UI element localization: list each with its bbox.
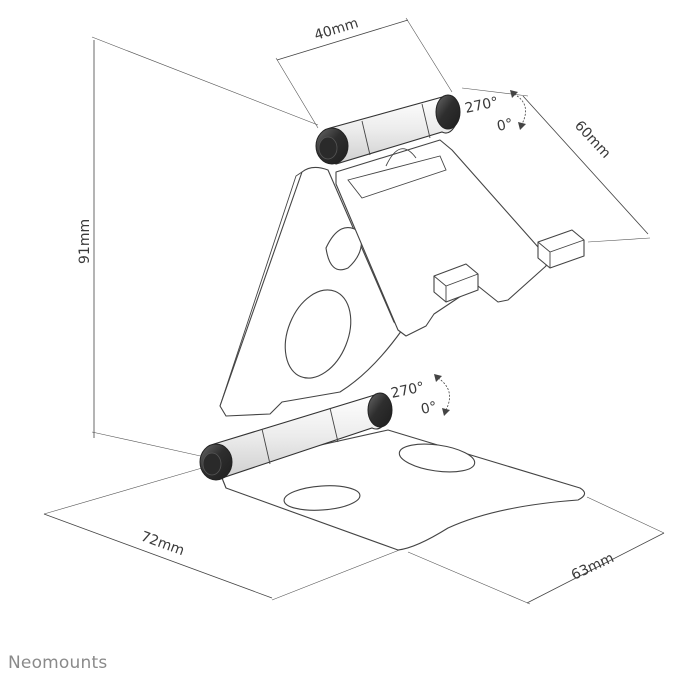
base-hole-back xyxy=(398,443,476,473)
rotation-arrowhead-top-up xyxy=(510,90,518,98)
holder-depth-extension-top xyxy=(461,87,529,97)
top-hinge xyxy=(315,94,461,165)
support-arm xyxy=(219,166,403,417)
bottom-hinge xyxy=(199,392,393,481)
hinge-width-extension-left xyxy=(275,57,319,129)
base-depth-extension-left xyxy=(43,467,203,515)
top-hinge-cap-right xyxy=(435,94,461,130)
device-holder xyxy=(335,139,585,337)
holder-lip-right-edge xyxy=(537,239,585,268)
rotation-arc-top xyxy=(513,93,526,125)
rotation-arrow-bottom xyxy=(434,374,450,416)
rotation-arc-bottom xyxy=(437,377,450,411)
height-label: 91mm xyxy=(77,219,93,264)
top-rotation-max-label: 270° xyxy=(464,94,500,117)
base-plate xyxy=(221,429,586,551)
top-rotation-min-label: 0° xyxy=(496,116,515,135)
holder-lip-left xyxy=(433,263,479,303)
brand-logo-text: Neomounts xyxy=(8,653,108,673)
holder-cutout xyxy=(385,148,417,167)
bottom-hinge-cap-left-face xyxy=(202,452,222,476)
arm-hole-large xyxy=(284,289,352,379)
bottom-hinge-cap-right xyxy=(367,392,393,428)
dimension-lines xyxy=(43,17,665,605)
hinge-width-dimension-line xyxy=(276,19,409,61)
height-extension-top xyxy=(91,36,319,126)
top-hinge-cap-left-face xyxy=(318,136,338,160)
hinge-width-extension-right xyxy=(405,17,453,93)
base-width-label: 63mm xyxy=(569,550,617,584)
base-depth-label: 72mm xyxy=(139,529,187,559)
bottom-hinge-segment-2 xyxy=(329,407,339,443)
bottom-rotation-min-label: 0° xyxy=(420,399,439,418)
holder-depth-label: 60mm xyxy=(571,118,613,162)
arm-hole-small xyxy=(325,227,363,271)
rotation-arrow-top xyxy=(510,90,526,130)
bottom-rotation-max-label: 270° xyxy=(390,379,426,402)
rotation-arrowhead-bottom-up xyxy=(434,374,442,382)
top-hinge-segment-2 xyxy=(421,103,431,139)
base-hole-front xyxy=(283,485,361,511)
rotation-arrowhead-bottom-down xyxy=(442,408,450,416)
base-depth-dimension-line xyxy=(43,513,273,599)
bottom-hinge-segment-1 xyxy=(261,428,271,465)
support-arm-outline xyxy=(219,166,403,417)
holder-slot xyxy=(347,155,447,199)
base-width-dimension-line xyxy=(526,532,665,604)
holder-depth-extension-bottom xyxy=(587,237,651,243)
support-arm-edge xyxy=(219,171,303,407)
base-plate-edge xyxy=(221,477,227,489)
base-plate-outline xyxy=(221,429,586,551)
hinge-width-label: 40mm xyxy=(312,15,360,43)
base-depth-extension-right xyxy=(271,548,403,601)
base-width-extension-left xyxy=(407,551,531,605)
rotation-arrowhead-top-down xyxy=(518,122,526,130)
holder-lip-right xyxy=(537,229,585,269)
holder-lip-left-edge xyxy=(433,273,479,302)
top-hinge-segment-1 xyxy=(361,120,371,156)
holder-depth-dimension-line xyxy=(522,95,649,235)
base-width-extension-right xyxy=(586,496,665,534)
height-extension-bottom xyxy=(91,431,206,458)
